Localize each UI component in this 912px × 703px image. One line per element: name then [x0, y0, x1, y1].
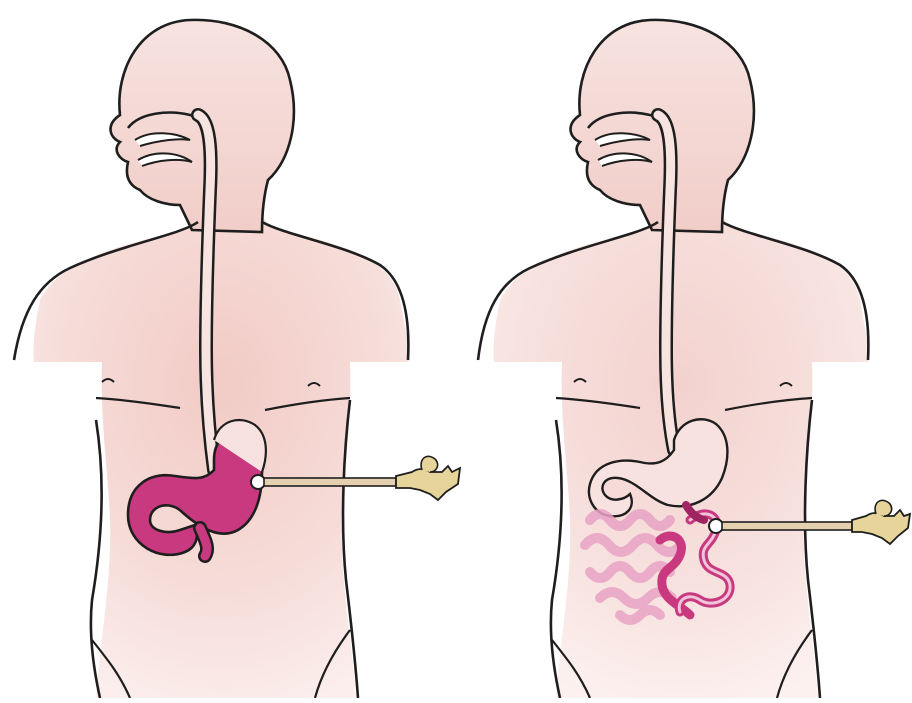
figure-left: [14, 20, 460, 698]
figure-right: [478, 20, 910, 698]
tube-shaft-left: [264, 478, 396, 486]
tube-shaft-right: [722, 522, 852, 530]
tube-cap-left: [421, 456, 438, 472]
tube-port-right: [709, 519, 723, 533]
tube-cap-right: [875, 500, 892, 516]
tube-port-left: [251, 475, 265, 489]
